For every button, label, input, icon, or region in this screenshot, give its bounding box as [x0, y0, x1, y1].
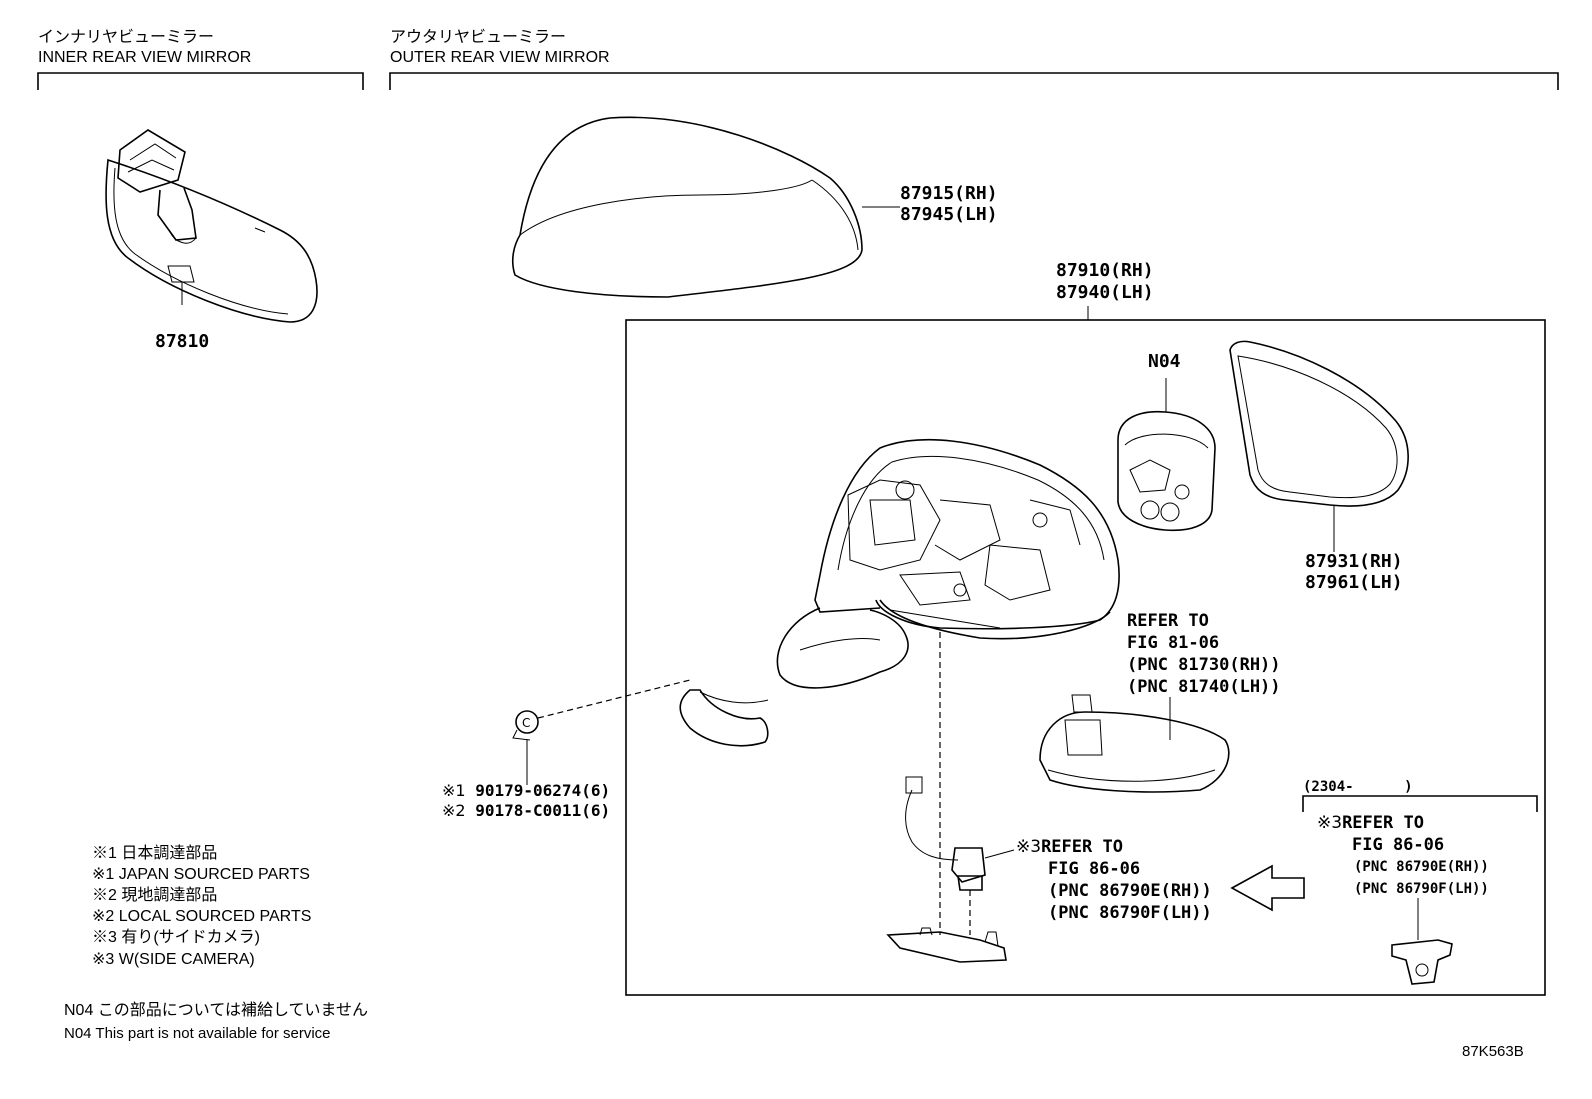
screw-number-1: 90179-06274(6) — [475, 781, 611, 800]
svg-text:C: C — [522, 716, 530, 730]
side-camera-illustration — [939, 632, 971, 935]
assembly-lh-label[interactable]: 87940(LH) — [1056, 282, 1154, 303]
screw-label-2[interactable]: ※2 90178-C0011(6) — [442, 803, 610, 819]
inner-mirror-illustration — [105, 129, 318, 323]
note-2-en: ※2 LOCAL SOURCED PARTS — [92, 908, 312, 925]
turn-signal-illustration — [1039, 694, 1230, 793]
note-1-jp: ※1 日本調達部品 — [92, 845, 218, 862]
turn-signal-ref-line3[interactable]: (PNC 81730(RH)) — [1127, 655, 1281, 675]
actuator-n04-illustration — [1117, 378, 1216, 532]
turn-signal-ref-line4[interactable]: (PNC 81740(LH)) — [1127, 677, 1281, 697]
screw-illustration: C — [512, 679, 691, 785]
inset-date-range: (2304- ) — [1303, 779, 1413, 795]
screw-mark-1: ※1 — [442, 781, 466, 800]
note-n04-jp: N04 この部品については補給していません — [64, 1002, 369, 1019]
cover-lh-label[interactable]: 87945(LH) — [900, 204, 998, 225]
note-3-en: ※3 W(SIDE CAMERA) — [92, 951, 255, 968]
turn-signal-ref-line2[interactable]: FIG 81-06 — [1127, 633, 1220, 653]
mirror-glass-illustration — [1229, 340, 1409, 552]
inner-title-en: INNER REAR VIEW MIRROR — [38, 49, 252, 66]
cover-rh-label[interactable]: 87915(RH) — [900, 183, 998, 204]
note-3-jp: ※3 有り(サイドカメラ) — [92, 929, 261, 946]
inner-title-jp: インナリヤビューミラー — [38, 29, 215, 46]
note-n04-en: N04 This part is not available for servi… — [64, 1025, 331, 1042]
inset-ref-line2[interactable]: FIG 86-06 — [1352, 835, 1445, 855]
mirror-glass-lh-label[interactable]: 87961(LH) — [1305, 572, 1403, 593]
outer-title-jp: アウタリヤビューミラー — [390, 29, 567, 46]
inset-ref-line1[interactable]: ※3REFER TO — [1317, 812, 1424, 834]
inset-ref-line1-text: REFER TO — [1342, 813, 1424, 833]
inset-ref-line3[interactable]: (PNC 86790E(RH)) — [1354, 859, 1489, 875]
assembly-rh-label[interactable]: 87910(RH) — [1056, 260, 1154, 281]
camera-ref-line1[interactable]: ※3REFER TO — [1016, 836, 1123, 858]
screw-mark-2: ※2 — [442, 801, 466, 820]
inner-section-bracket — [37, 72, 364, 90]
assembly-box — [625, 306, 1546, 996]
screw-number-2: 90178-C0011(6) — [475, 801, 611, 820]
camera-ref-mark: ※3 — [1016, 837, 1042, 857]
camera-bracket-illustration — [886, 927, 1007, 963]
note-1-en: ※1 JAPAN SOURCED PARTS — [92, 866, 310, 883]
outer-section-bracket — [389, 72, 1559, 90]
outer-title-en: OUTER REAR VIEW MIRROR — [390, 49, 610, 66]
mirror-body-illustration — [679, 438, 1120, 747]
screw-label-1[interactable]: ※1 90179-06274(6) — [442, 783, 610, 799]
camera-ref-line2[interactable]: FIG 86-06 — [1048, 859, 1141, 879]
camera-ref-line1-text: REFER TO — [1041, 837, 1123, 857]
mirror-glass-rh-label[interactable]: 87931(RH) — [1305, 551, 1403, 572]
camera-ref-line3[interactable]: (PNC 86790E(RH)) — [1048, 881, 1212, 901]
camera-unit-illustration — [905, 776, 1015, 891]
inset-ref-line4[interactable]: (PNC 86790F(LH)) — [1354, 881, 1489, 897]
part-87810-label[interactable]: 87810 — [155, 331, 210, 352]
n04-label[interactable]: N04 — [1148, 351, 1181, 372]
arrow-left — [1230, 864, 1305, 912]
camera-inset-box — [1302, 795, 1538, 985]
camera-ref-line4[interactable]: (PNC 86790F(LH)) — [1048, 903, 1212, 923]
note-2-jp: ※2 現地調達部品 — [92, 887, 218, 904]
turn-signal-ref-line1[interactable]: REFER TO — [1127, 611, 1209, 631]
figure-code: 87K563B — [1462, 1043, 1524, 1060]
mirror-cover-illustration — [512, 116, 900, 298]
inset-ref-mark: ※3 — [1317, 813, 1343, 833]
